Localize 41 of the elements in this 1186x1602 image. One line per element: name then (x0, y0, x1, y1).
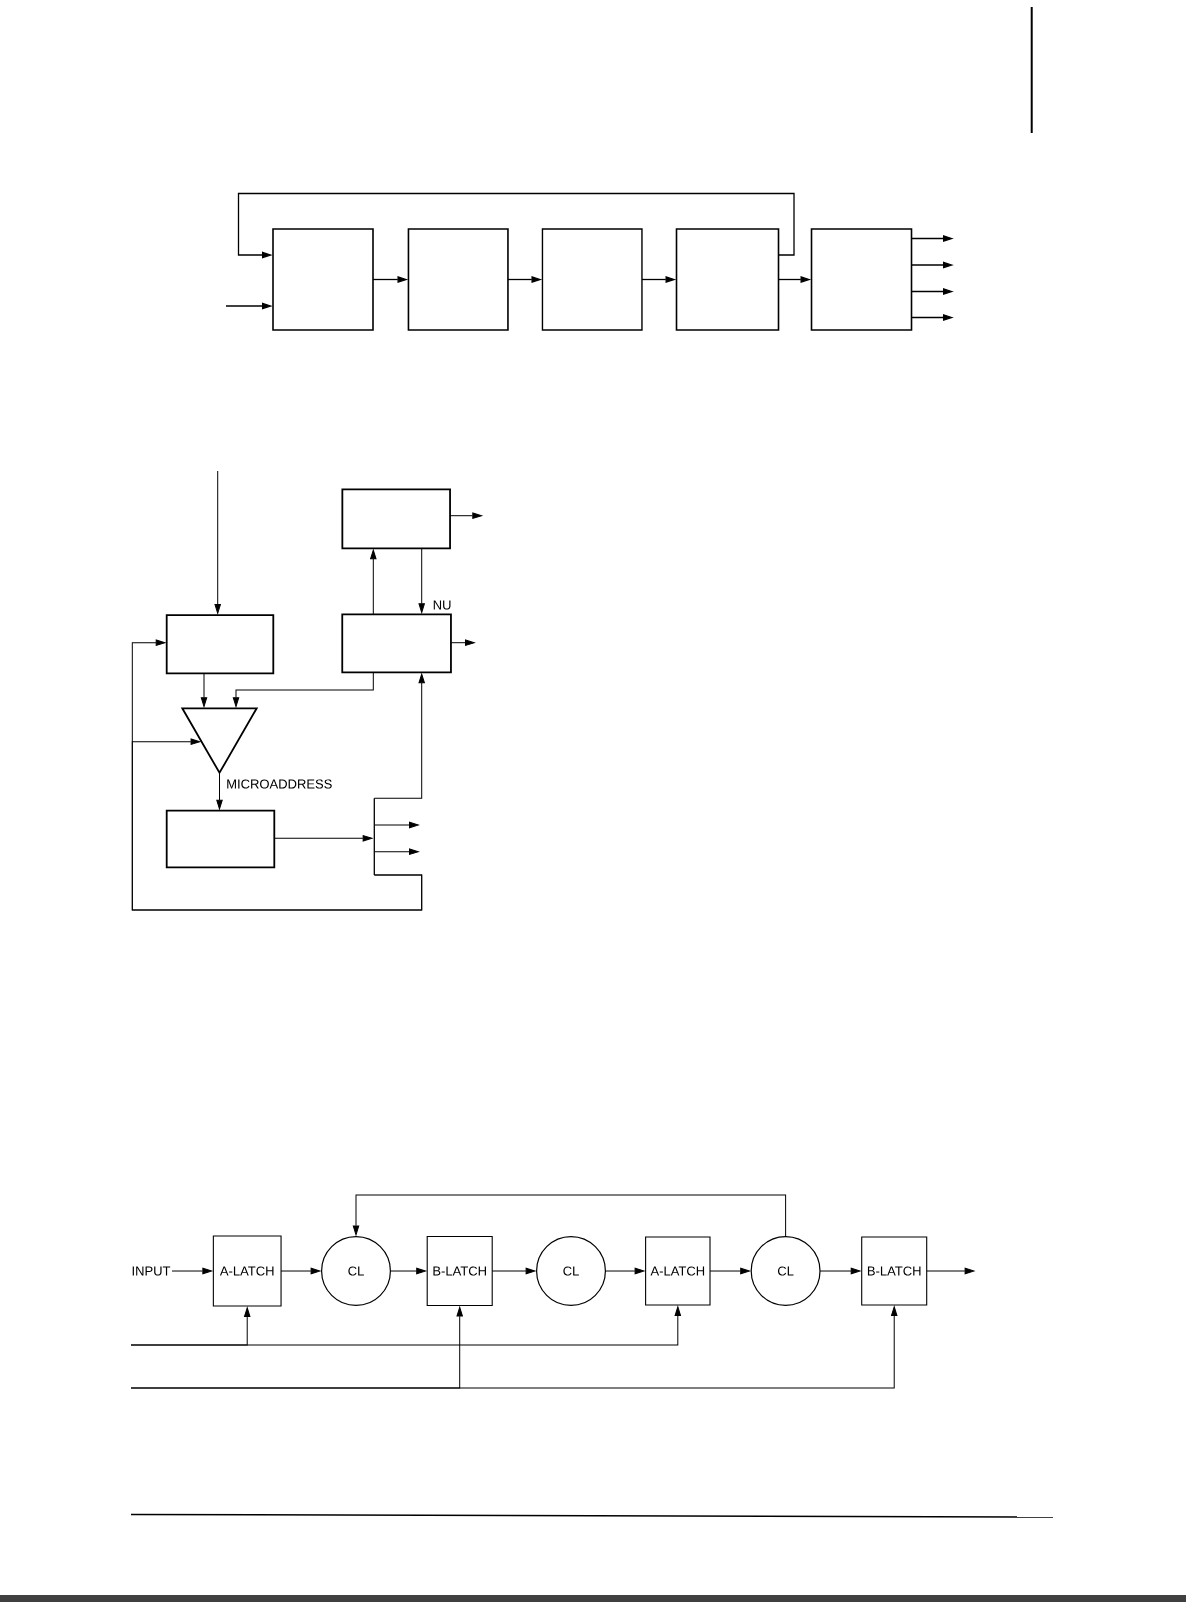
arrow (237, 192, 795, 259)
block-box (675, 228, 780, 331)
block-box (165, 809, 276, 869)
arrow (130, 1306, 681, 1346)
block-box (541, 228, 643, 331)
arrow (709, 1267, 750, 1275)
arrow (280, 1267, 321, 1275)
arrow (450, 639, 475, 646)
arrow (491, 1267, 536, 1275)
arrow (232, 671, 374, 708)
arrow (273, 835, 373, 842)
arrow (819, 1267, 861, 1275)
block-box (341, 613, 452, 674)
arrow (449, 512, 483, 519)
arrow (418, 547, 425, 614)
latch-box: A-LATCH (645, 1236, 711, 1306)
edge-label: NU (431, 598, 453, 612)
arrow (370, 549, 377, 615)
arrow (131, 738, 423, 911)
arrow (389, 1267, 426, 1275)
block-box (341, 488, 451, 550)
latch-box: B-LATCH (426, 1235, 493, 1307)
block-box (272, 228, 374, 331)
arrow (373, 673, 425, 799)
arrow (352, 1194, 787, 1238)
arrow (171, 1267, 213, 1275)
arrow (130, 1306, 898, 1389)
latch-box: A-LATCH (212, 1235, 282, 1307)
block-box (407, 228, 509, 331)
arrow (374, 848, 419, 855)
input-label: INPUT (132, 1266, 171, 1276)
arrow (604, 1267, 645, 1275)
arrow (926, 1267, 975, 1275)
edge-label: MICROADDRESS (224, 777, 334, 791)
latch-box: B-LATCH (861, 1236, 928, 1306)
arrow (214, 470, 221, 614)
arrow (200, 672, 208, 708)
arrow (374, 821, 419, 829)
arrow (216, 772, 223, 810)
block-box (810, 228, 913, 331)
block-box (165, 614, 275, 675)
